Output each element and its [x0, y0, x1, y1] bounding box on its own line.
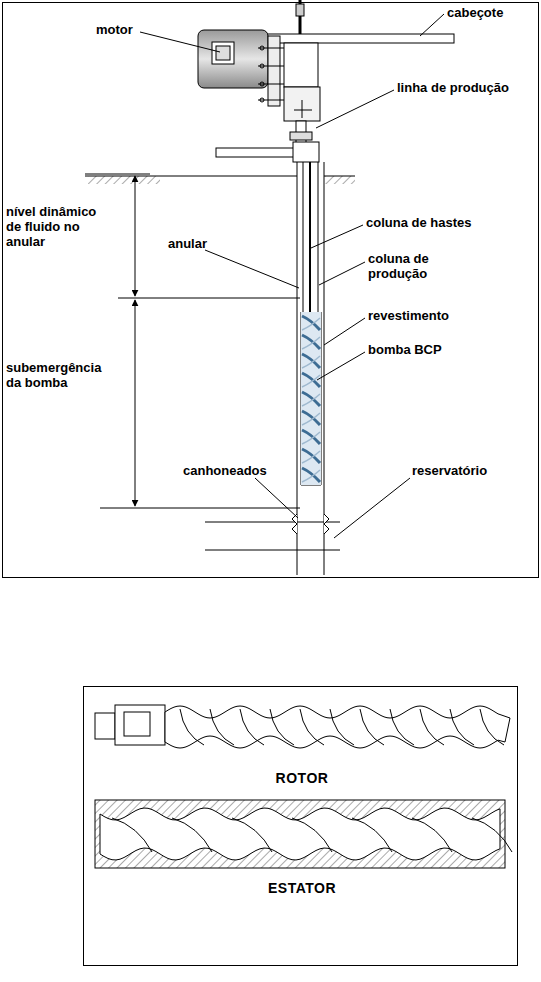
callout-label: anular — [168, 236, 207, 251]
part-name: ROTOR — [276, 771, 329, 786]
callout-label: canhoneados — [183, 463, 267, 478]
frame — [3, 3, 539, 578]
ground — [88, 176, 160, 184]
callout-label: motor — [96, 22, 133, 37]
frame — [84, 687, 518, 966]
ground-line — [85, 176, 297, 177]
callout-label: reservatório — [412, 463, 487, 478]
callout-label: coluna de hastes — [366, 215, 471, 230]
dimension-lines — [85, 174, 300, 508]
rotor — [95, 705, 510, 748]
bcp-pump — [301, 312, 321, 485]
callout-label: cabeçote — [447, 5, 503, 20]
reservoir-line — [205, 522, 340, 523]
callout-label: nível dinâmico de fluido no anular — [6, 204, 102, 249]
ground — [325, 176, 355, 184]
callout-label: revestimento — [368, 308, 449, 323]
callout-label: subemergência da bomba — [6, 360, 118, 390]
part-name: ESTATOR — [268, 881, 336, 896]
reservoir-line — [205, 550, 340, 551]
stator — [95, 800, 512, 868]
well — [297, 162, 324, 575]
callout-label: linha de produção — [397, 80, 509, 95]
callout-label: coluna de produção — [368, 251, 448, 281]
callout-label: bomba BCP — [368, 342, 442, 357]
